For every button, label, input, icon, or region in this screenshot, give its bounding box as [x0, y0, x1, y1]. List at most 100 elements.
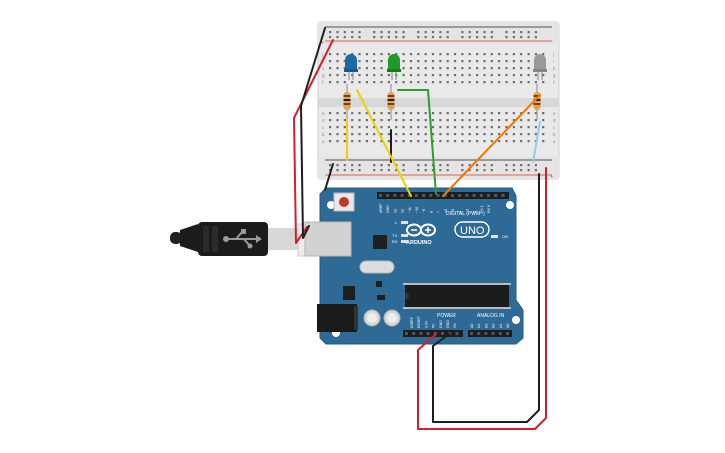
breadboard-hole[interactable] [527, 60, 530, 63]
breadboard-hole[interactable] [358, 36, 361, 39]
breadboard-hole[interactable] [380, 81, 383, 84]
breadboard-hole[interactable] [380, 67, 383, 70]
breadboard-hole[interactable] [402, 67, 405, 70]
breadboard-hole[interactable] [373, 112, 376, 115]
breadboard-hole[interactable] [409, 112, 413, 115]
breadboard-hole[interactable] [402, 140, 405, 143]
breadboard-hole[interactable] [351, 53, 354, 56]
breadboard-hole[interactable] [351, 169, 354, 172]
breadboard-hole[interactable] [373, 31, 376, 34]
breadboard-hole[interactable] [387, 112, 390, 115]
breadboard-hole[interactable] [512, 53, 515, 56]
breadboard-hole[interactable] [527, 126, 530, 129]
breadboard-hole[interactable] [409, 140, 413, 143]
breadboard-hole[interactable] [505, 112, 508, 115]
breadboard-hole[interactable] [373, 53, 376, 56]
breadboard-hole[interactable] [461, 112, 464, 115]
breadboard-hole[interactable] [512, 67, 515, 70]
breadboard-hole[interactable] [424, 36, 427, 39]
wires[interactable] [293, 27, 547, 430]
breadboard-hole[interactable] [336, 164, 339, 167]
breadboard-hole[interactable] [476, 53, 479, 56]
breadboard-hole[interactable] [431, 133, 435, 136]
breadboard-hole[interactable] [468, 164, 471, 167]
breadboard-hole[interactable] [402, 126, 405, 129]
breadboard-hole[interactable] [424, 112, 427, 115]
breadboard-hole[interactable] [483, 140, 486, 143]
breadboard-hole[interactable] [402, 119, 405, 122]
breadboard-hole[interactable] [534, 169, 537, 172]
breadboard-hole[interactable] [409, 60, 413, 63]
breadboard-hole[interactable] [512, 164, 515, 167]
breadboard-hole[interactable] [417, 164, 420, 167]
breadboard-hole[interactable] [439, 67, 442, 70]
breadboard-hole[interactable] [498, 67, 501, 70]
breadboard-hole[interactable] [490, 133, 493, 136]
wire-yellow-2[interactable] [356, 89, 412, 197]
breadboard-hole[interactable] [439, 112, 442, 115]
breadboard-hole[interactable] [336, 169, 339, 172]
breadboard-hole[interactable] [468, 67, 471, 70]
breadboard-hole[interactable] [534, 119, 537, 122]
breadboard-hole[interactable] [534, 81, 537, 84]
breadboard-hole[interactable] [358, 119, 361, 122]
breadboard-hole[interactable] [387, 164, 390, 167]
breadboard-hole[interactable] [527, 36, 530, 39]
breadboard-hole[interactable] [373, 67, 376, 70]
breadboard-hole[interactable] [453, 140, 457, 143]
breadboard-hole[interactable] [520, 31, 523, 34]
breadboard-hole[interactable] [365, 53, 368, 56]
breadboard-hole[interactable] [520, 119, 523, 122]
breadboard-hole[interactable] [505, 31, 508, 34]
breadboard-hole[interactable] [343, 119, 346, 122]
breadboard-hole[interactable] [512, 81, 515, 84]
breadboard-hole[interactable] [468, 31, 471, 34]
breadboard-hole[interactable] [424, 133, 427, 136]
breadboard-hole[interactable] [476, 31, 479, 34]
breadboard-hole[interactable] [461, 36, 464, 39]
breadboard-hole[interactable] [336, 126, 339, 129]
breadboard-hole[interactable] [446, 60, 449, 63]
breadboard-hole[interactable] [343, 133, 346, 136]
breadboard-hole[interactable] [439, 119, 442, 122]
breadboard-hole[interactable] [439, 81, 442, 84]
breadboard-hole[interactable] [476, 67, 479, 70]
breadboard-hole[interactable] [439, 126, 442, 129]
breadboard-hole[interactable] [461, 164, 464, 167]
breadboard-hole[interactable] [527, 119, 530, 122]
breadboard-hole[interactable] [351, 31, 354, 34]
breadboard-hole[interactable] [380, 53, 383, 56]
breadboard-hole[interactable] [520, 169, 523, 172]
breadboard-hole[interactable] [476, 126, 479, 129]
breadboard-hole[interactable] [453, 74, 457, 77]
breadboard-hole[interactable] [461, 126, 464, 129]
breadboard-hole[interactable] [380, 140, 383, 143]
breadboard-hole[interactable] [373, 74, 376, 77]
breadboard-hole[interactable] [520, 81, 523, 84]
breadboard-hole[interactable] [468, 81, 471, 84]
breadboard-hole[interactable] [343, 53, 346, 56]
breadboard-hole[interactable] [439, 74, 442, 77]
breadboard-hole[interactable] [468, 119, 471, 122]
breadboard-hole[interactable] [512, 140, 515, 143]
breadboard-hole[interactable] [380, 112, 383, 115]
breadboard-hole[interactable] [520, 140, 523, 143]
breadboard-hole[interactable] [476, 140, 479, 143]
breadboard-hole[interactable] [351, 126, 354, 129]
breadboard-hole[interactable] [527, 67, 530, 70]
breadboard-hole[interactable] [520, 67, 523, 70]
breadboard-hole[interactable] [490, 140, 493, 143]
breadboard-hole[interactable] [461, 60, 464, 63]
breadboard-hole[interactable] [395, 126, 398, 129]
breadboard-hole[interactable] [417, 74, 420, 77]
breadboard-hole[interactable] [409, 133, 413, 136]
breadboard-hole[interactable] [483, 53, 486, 56]
breadboard-hole[interactable] [483, 81, 486, 84]
breadboard-hole[interactable] [417, 31, 420, 34]
breadboard-hole[interactable] [409, 67, 413, 70]
breadboard-hole[interactable] [446, 36, 449, 39]
breadboard-hole[interactable] [527, 81, 530, 84]
breadboard-hole[interactable] [329, 164, 332, 167]
